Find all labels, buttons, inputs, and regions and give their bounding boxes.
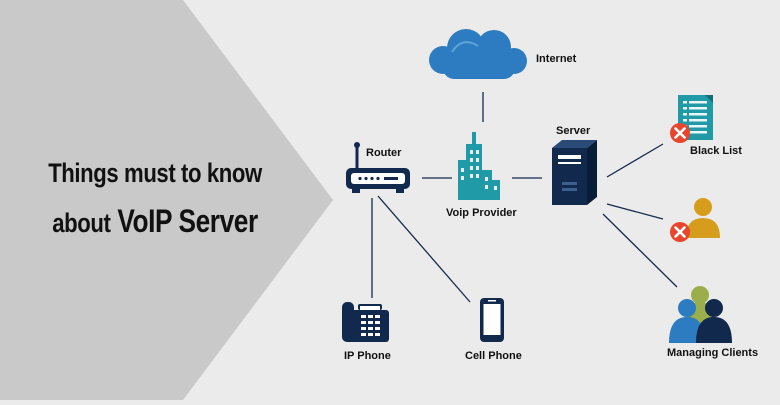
- router-icon: [346, 142, 410, 193]
- label-ip-phone: IP Phone: [344, 350, 391, 362]
- label-voip-provider: Voip Provider: [446, 207, 517, 219]
- server-icon: [552, 140, 597, 205]
- desk-phone-icon: [342, 302, 389, 342]
- title-prefix: about: [52, 208, 111, 238]
- title-line-2: about VoIP Server: [28, 203, 282, 240]
- title-main: VoIP Server: [117, 203, 258, 239]
- line-server-user: [606, 203, 664, 220]
- label-server: Server: [556, 125, 591, 137]
- label-cell-phone: Cell Phone: [465, 350, 522, 362]
- label-black-list: Black List: [690, 145, 742, 157]
- title-line-1: Things must to know: [48, 158, 262, 188]
- label-managing-clients: Managing Clients: [667, 347, 759, 359]
- label-router: Router: [366, 147, 402, 159]
- reject-icon: [670, 123, 690, 143]
- arrow-panel: [0, 0, 333, 400]
- mobile-phone-icon: [480, 298, 504, 342]
- line-router-cellphone: [377, 195, 471, 303]
- connector-lines: [371, 92, 678, 303]
- line-server-clients: [602, 213, 678, 288]
- user-icon: [686, 198, 720, 238]
- cloud-icon: [429, 29, 527, 79]
- users-group-icon: [669, 286, 732, 343]
- line-server-blacklist: [606, 143, 664, 178]
- label-internet: Internet: [536, 53, 577, 65]
- building-icon: [458, 132, 500, 200]
- reject-icon: [670, 222, 690, 242]
